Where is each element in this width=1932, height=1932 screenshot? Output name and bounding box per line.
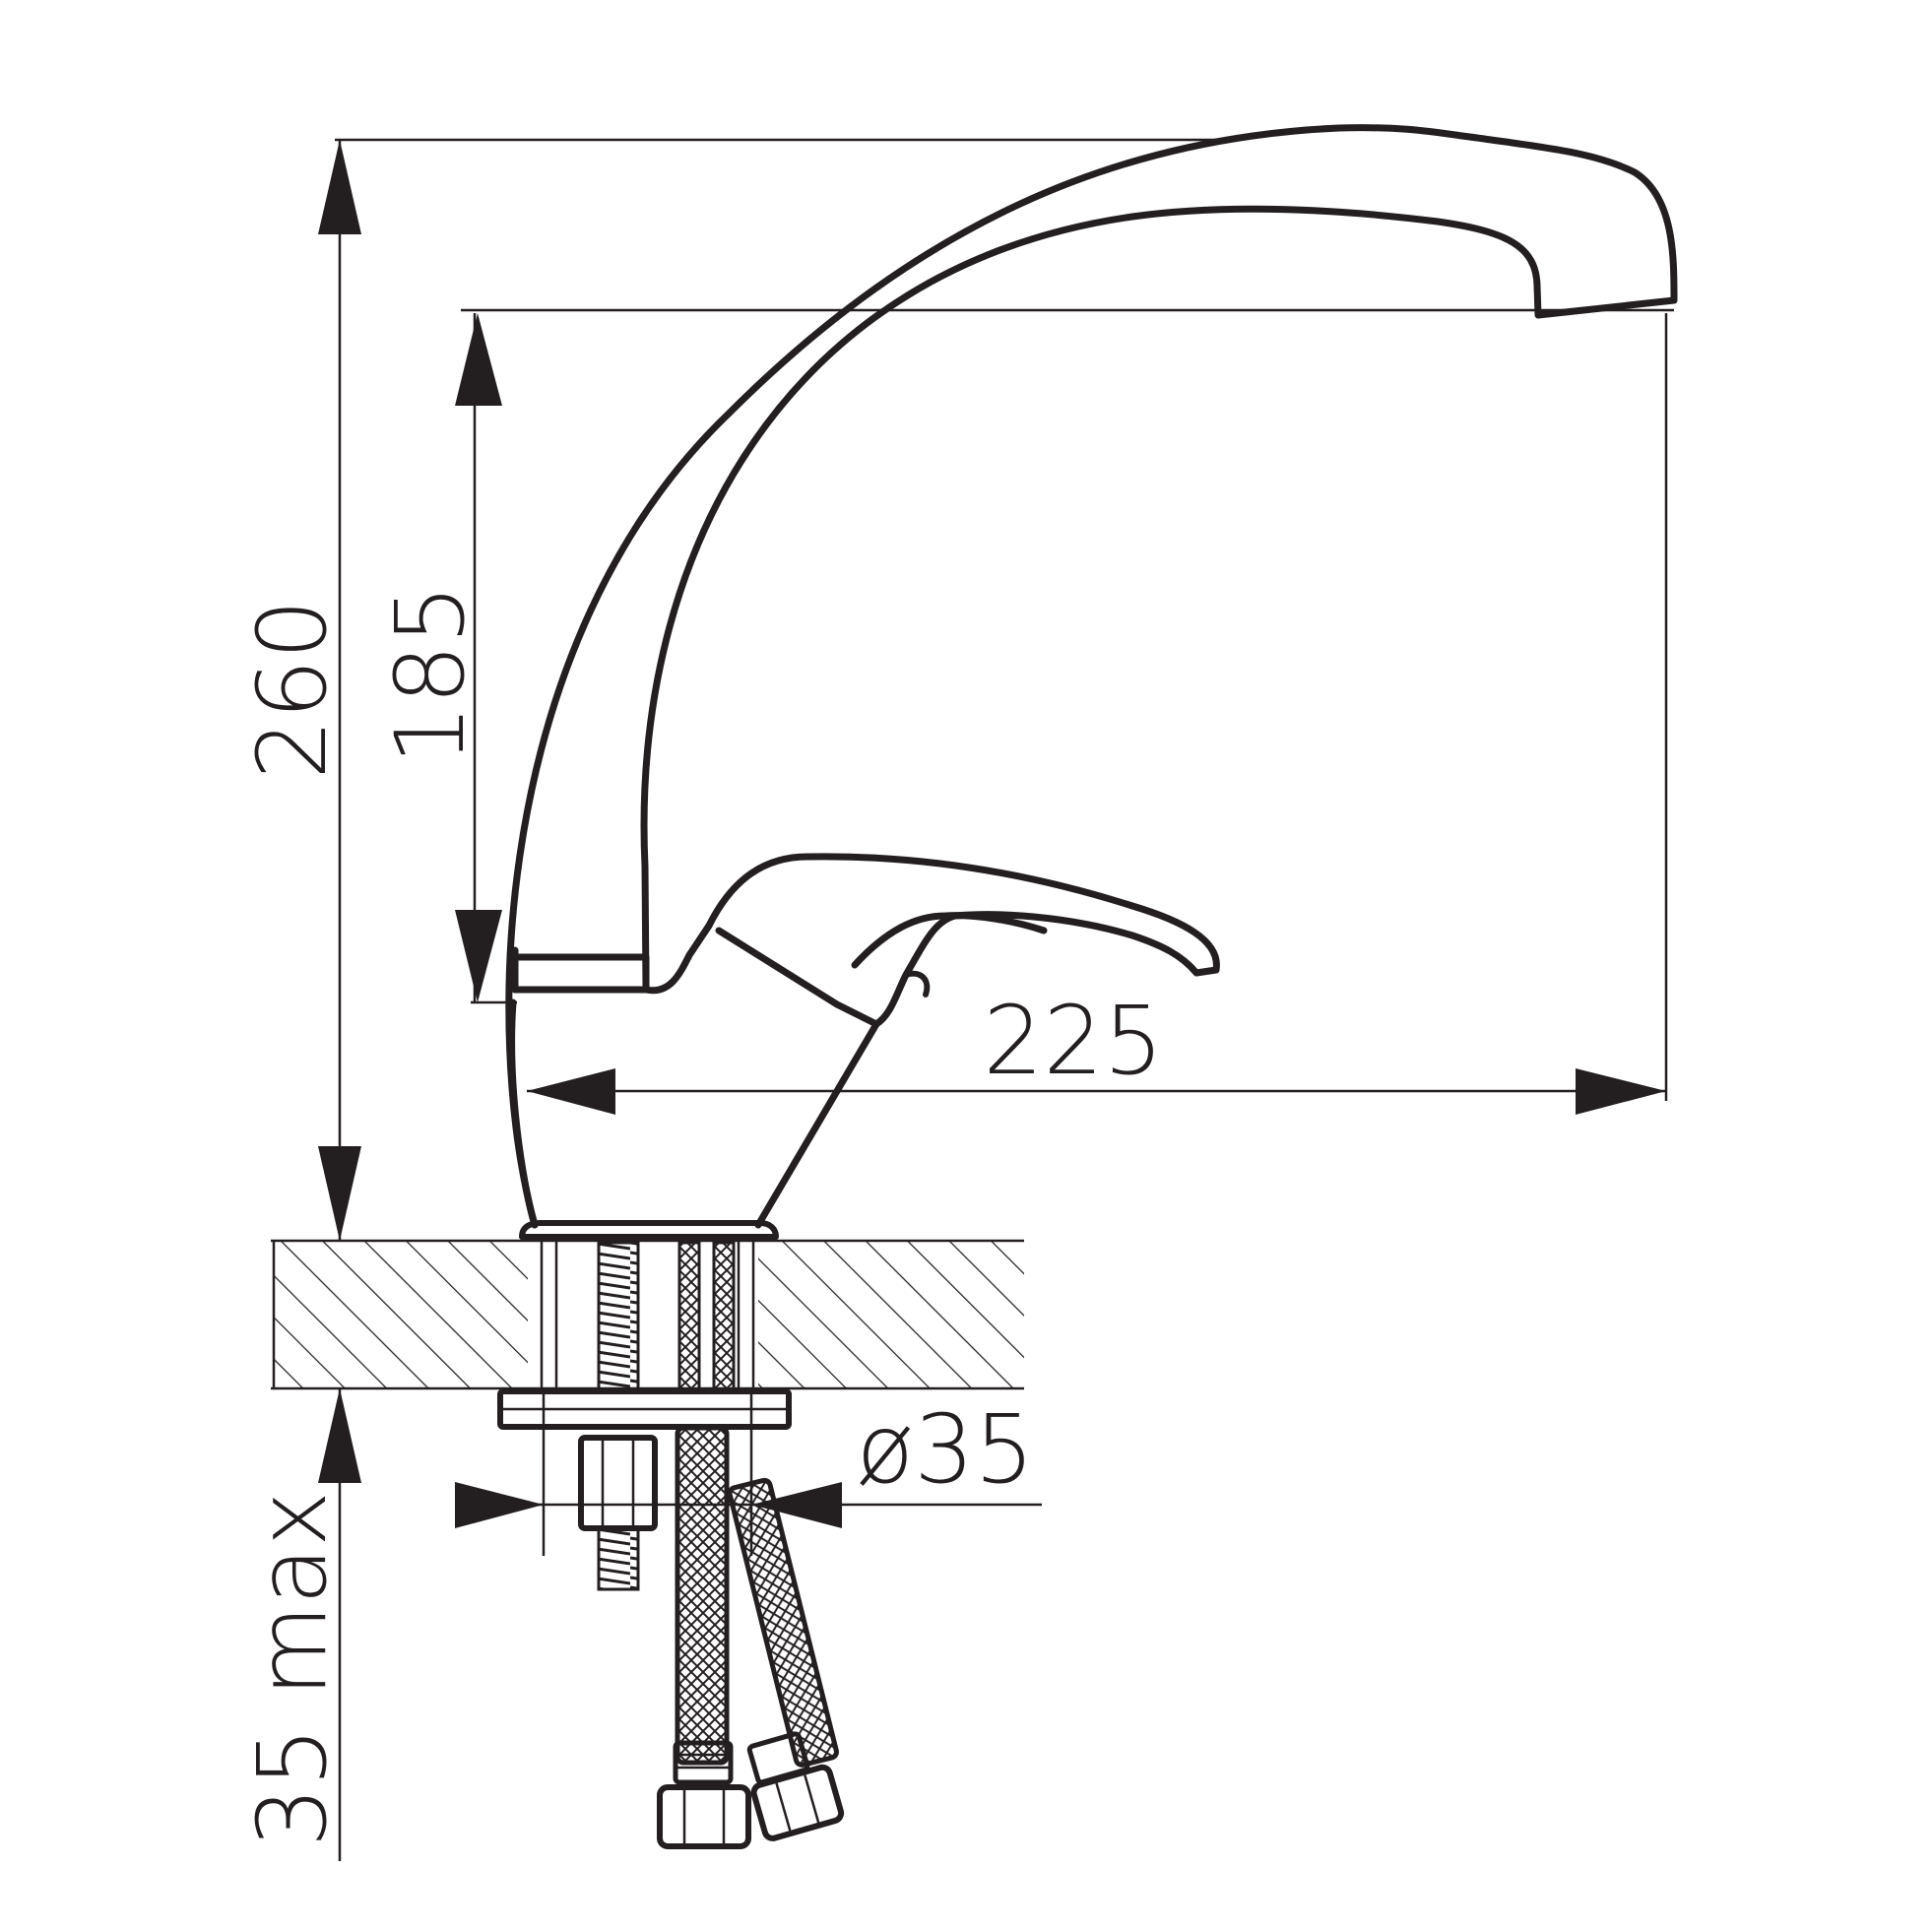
dimension-225: 225 <box>527 313 1668 1115</box>
dimension-260: 260 <box>237 138 1216 1241</box>
mounting-hardware <box>497 1239 845 1849</box>
faucet-body <box>505 124 1678 1240</box>
dimension-diameter-35-label: ø35 <box>857 1394 1035 1505</box>
dimension-185: 185 <box>375 308 1674 1004</box>
dimension-225-label: 225 <box>983 986 1163 1096</box>
dimension-35-max: 35 max <box>237 1388 361 1861</box>
dimension-260-label: 260 <box>237 599 348 779</box>
countertop-section <box>271 1239 1024 1390</box>
dimension-35-max-label: 35 max <box>237 1491 348 1847</box>
dimension-185-label: 185 <box>375 584 485 764</box>
dimension-diameter-35: ø35 <box>455 1390 1042 1556</box>
